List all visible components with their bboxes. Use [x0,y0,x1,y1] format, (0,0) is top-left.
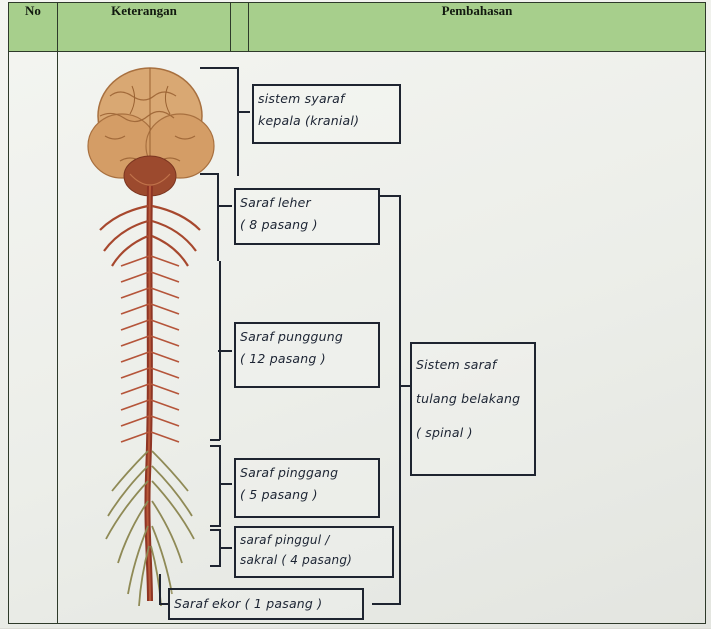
label-cranial: sistem syaraf kepala (kranial) [252,84,401,144]
label-cervical: Saraf leher ( 8 pasang ) [234,188,380,245]
label-cervical-line-2: ( 8 pasang ) [240,214,374,236]
cell-no [9,52,58,624]
label-thoracic: Saraf punggung ( 12 pasang ) [234,322,380,388]
label-coccygeal-line-1: Saraf ekor ( 1 pasang ) [174,592,358,616]
nervous-system-figure: sistem syaraf kepala (kranial) Saraf leh… [60,56,540,624]
header-no: No [9,3,58,52]
label-lumbar-line-2: ( 5 pasang ) [240,484,374,506]
label-lumbar-line-1: Saraf pinggang [240,462,374,484]
spinal-cord-illustration [100,186,200,606]
brain-illustration [88,68,214,196]
label-thoracic-line-2: ( 12 pasang ) [240,348,374,370]
label-thoracic-line-1: Saraf punggung [240,326,374,348]
label-cranial-line-2: kepala (kranial) [258,110,395,132]
header-spacer [231,3,249,52]
header-row: No Keterangan Pembahasan [9,3,706,52]
label-coccygeal: Saraf ekor ( 1 pasang ) [168,588,364,620]
label-sacral-line-2: sakral ( 4 pasang) [240,550,388,570]
label-spinal: Sistem saraf tulang belakang ( spinal ) [410,342,536,476]
label-lumbar: Saraf pinggang ( 5 pasang ) [234,458,380,518]
header-keterangan: Keterangan [58,3,231,52]
label-cranial-line-1: sistem syaraf [258,88,395,110]
label-spinal-line-3: ( spinal ) [416,416,530,450]
label-sacral: saraf pinggul / sakral ( 4 pasang) [234,526,394,578]
label-sacral-line-1: saraf pinggul / [240,530,388,550]
label-spinal-line-1: Sistem saraf [416,348,530,382]
header-pembahasan: Pembahasan [249,3,706,52]
label-cervical-line-1: Saraf leher [240,192,374,214]
label-spinal-line-2: tulang belakang [416,382,530,416]
